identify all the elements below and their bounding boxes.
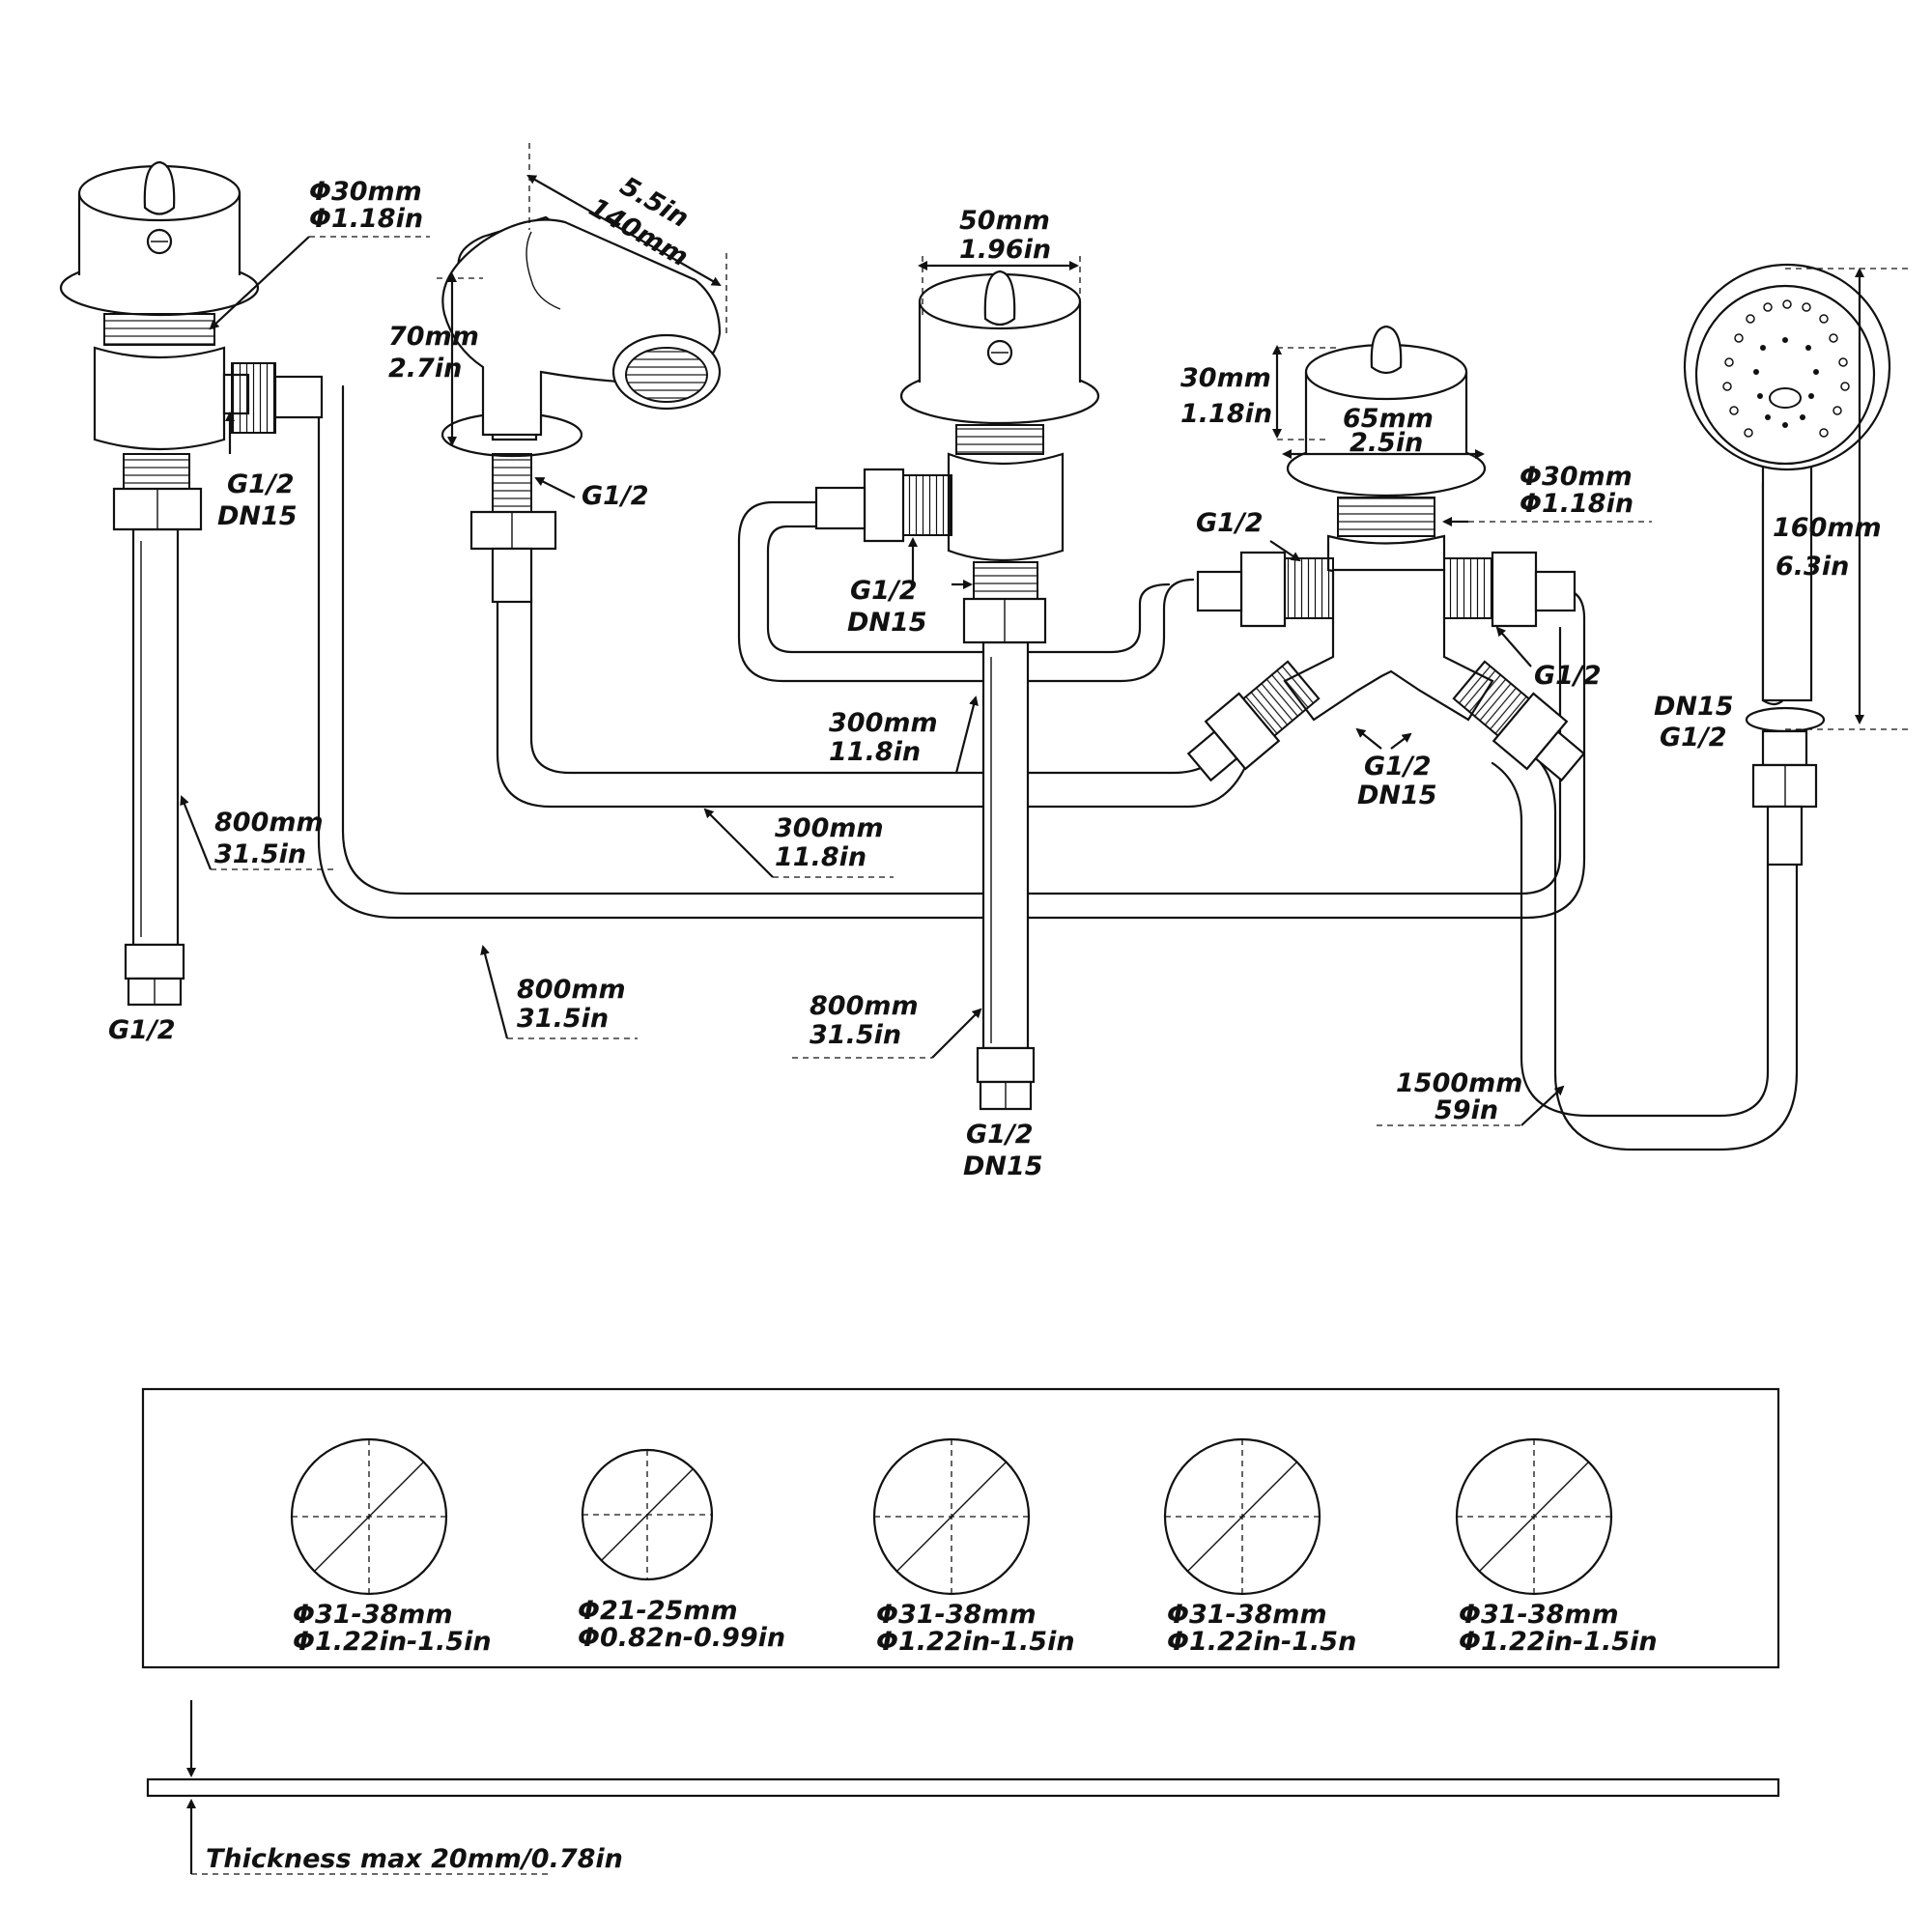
diverter-valve — [1186, 325, 1586, 782]
hole-3 — [872, 1437, 1031, 1596]
hole-4-mm: Φ31-38mm — [1167, 1600, 1327, 1630]
hose-d-in: 31.5in — [810, 1020, 901, 1050]
spout-height-mm: 70mm — [388, 322, 479, 352]
mid-valve-width-mm: 50mm — [959, 206, 1050, 236]
left-valve — [59, 160, 324, 1007]
left-valve-dia-in: Φ1.18in — [309, 204, 423, 234]
labels: Φ30mm Φ1.18in G1/2 DN15 G1/2 800mm 31.5i… — [108, 171, 1882, 1874]
hole-1-in: Φ1.22in-1.5in — [293, 1627, 492, 1657]
hose-c-mm: 800mm — [517, 975, 626, 1005]
left-hose-in: 31.5in — [214, 839, 306, 869]
hole-4-in: Φ1.22in-1.5n — [1167, 1627, 1356, 1657]
left-hose-mm: 800mm — [214, 808, 324, 838]
hole-2-in: Φ0.82n-0.99in — [578, 1623, 785, 1653]
left-valve-dia-mm: Φ30mm — [309, 177, 422, 207]
thickness-label: Thickness max 20mm/0.78in — [206, 1844, 623, 1874]
mid-hose-end-g: G1/2 — [966, 1120, 1034, 1150]
diverter-dn-bottom: DN15 — [1357, 781, 1437, 810]
hole-2-mm: Φ21-25mm — [578, 1596, 738, 1626]
hand-shower — [1683, 263, 1891, 867]
mid-valve-conn-dn: DN15 — [847, 608, 927, 638]
hole-5 — [1455, 1437, 1613, 1596]
hole-1-mm: Φ31-38mm — [293, 1600, 453, 1630]
mid-valve-width-in: 1.96in — [959, 235, 1051, 265]
mid-hose-end-dn: DN15 — [963, 1151, 1043, 1181]
hose-b-mm: 300mm — [775, 813, 884, 843]
hose-a-in: 11.8in — [829, 737, 921, 767]
diverter-height-mm: 30mm — [1180, 363, 1271, 393]
diverter-dia-mm: Φ30mm — [1520, 462, 1633, 492]
dimension-lines — [180, 143, 1908, 1126]
spout-conn: G1/2 — [582, 481, 649, 511]
shower-spray-holes — [1722, 299, 1850, 438]
hose-b-in: 11.8in — [775, 842, 867, 872]
shower-height-in: 6.3in — [1776, 552, 1849, 582]
spout-height-in: 2.7in — [388, 354, 462, 384]
diverter-g-bottom: G1/2 — [1364, 752, 1432, 781]
diverter-dia-in: Φ1.18in — [1520, 489, 1634, 519]
hole-3-in: Φ1.22in-1.5in — [876, 1627, 1075, 1657]
diverter-width-mm: 65mm — [1343, 404, 1434, 434]
left-hose-end: G1/2 — [108, 1015, 176, 1045]
hose-c-in: 31.5in — [517, 1004, 609, 1034]
hole-5-mm: Φ31-38mm — [1459, 1600, 1619, 1630]
mounting-panel — [141, 1387, 1780, 1669]
diverter-width-in: 2.5in — [1350, 428, 1423, 458]
middle-valve — [814, 270, 1100, 1111]
shower-hose-in: 59in — [1435, 1095, 1498, 1125]
hole-5-in: Φ1.22in-1.5in — [1459, 1627, 1658, 1657]
hole-1 — [290, 1437, 448, 1596]
diverter-g-right: G1/2 — [1534, 661, 1602, 691]
hole-4 — [1163, 1437, 1321, 1596]
shower-hose-mm: 1500mm — [1396, 1068, 1522, 1098]
left-valve-conn-g: G1/2 — [227, 469, 295, 499]
shower-height-mm: 160mm — [1773, 513, 1882, 543]
hole-2 — [581, 1448, 714, 1581]
mid-valve-conn-g: G1/2 — [850, 576, 918, 606]
shower-conn-g: G1/2 — [1660, 723, 1727, 753]
hole-3-mm: Φ31-38mm — [876, 1600, 1037, 1630]
deck-thickness — [146, 1700, 1780, 1875]
diverter-g-left: G1/2 — [1196, 508, 1264, 538]
hose-a-mm: 300mm — [829, 708, 938, 738]
hose-d-mm: 800mm — [810, 991, 919, 1021]
left-valve-conn-dn: DN15 — [217, 501, 298, 531]
spout — [440, 215, 722, 604]
hoses — [131, 384, 1799, 1151]
shower-conn-dn: DN15 — [1654, 692, 1734, 722]
diverter-height-in: 1.18in — [1180, 399, 1272, 429]
